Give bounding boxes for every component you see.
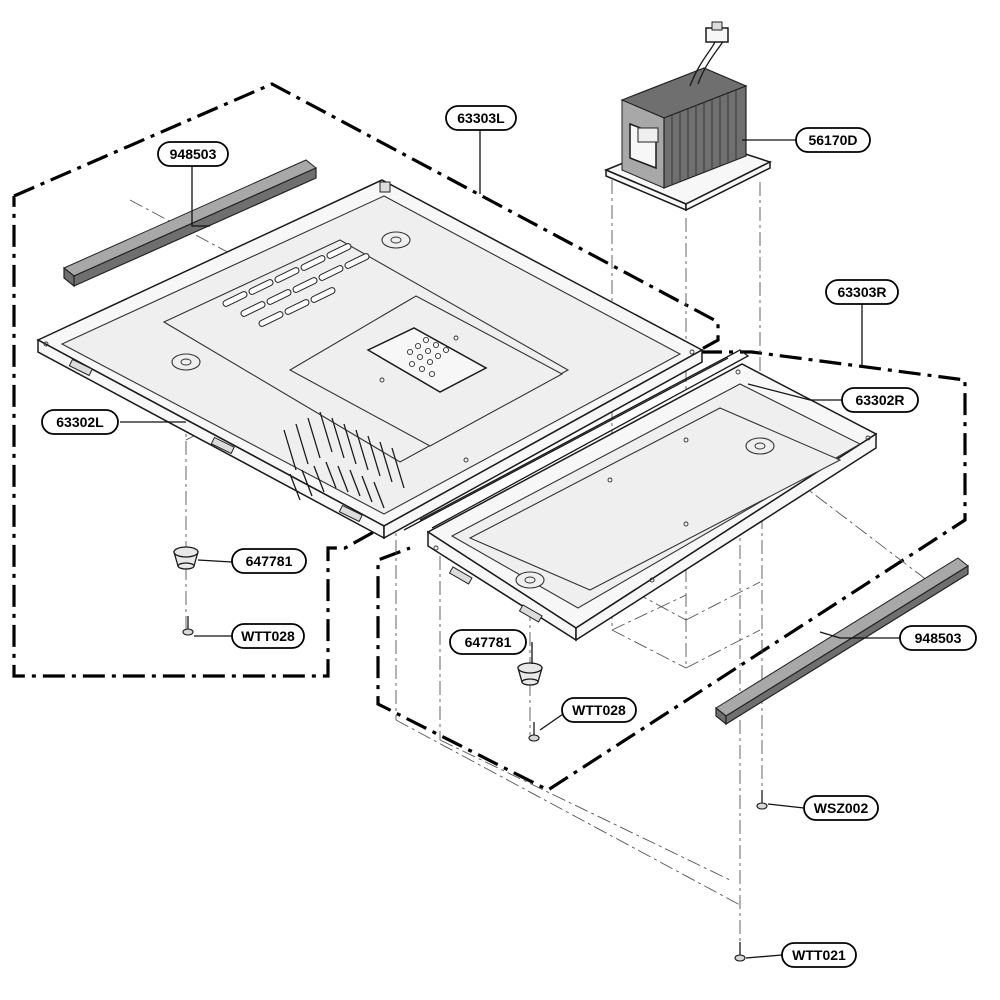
- ferrite-strip-right: [715, 557, 969, 726]
- callout-text-647781-right: 647781: [465, 634, 512, 650]
- callout-WTT021: WTT021: [781, 942, 857, 968]
- callout-text-63302R: 63302R: [855, 392, 904, 408]
- callout-WTT028-right: WTT028: [561, 697, 637, 723]
- foot-left: [173, 546, 199, 570]
- group-boundary-63303L: [12, 82, 720, 678]
- callout-text-56170D: 56170D: [808, 132, 857, 148]
- callout-text-WTT028-right: WTT028: [572, 702, 626, 718]
- callout-text-948503-right: 948503: [915, 630, 962, 646]
- callout-63302L: 63302L: [41, 409, 119, 435]
- callout-text-WSZ002: WSZ002: [814, 800, 869, 816]
- callout-WSZ002: WSZ002: [803, 795, 879, 821]
- base-plate-left: [36, 179, 704, 540]
- callout-647781-left: 647781: [231, 548, 307, 574]
- callout-text-948503-left: 948503: [170, 146, 217, 162]
- callout-948503-left: 948503: [157, 141, 229, 167]
- screw-wtt021: [734, 942, 746, 962]
- leader-lines: [120, 130, 900, 959]
- callout-text-63303L: 63303L: [457, 110, 505, 126]
- screw-wsz002: [756, 790, 768, 810]
- base-plate-right: [403, 349, 878, 642]
- callout-text-WTT028-left: WTT028: [241, 628, 295, 644]
- vent-louvers-side: [283, 411, 405, 509]
- callout-63303R: 63303R: [825, 279, 899, 305]
- transformer-laminations: [671, 90, 737, 184]
- callout-text-63303R: 63303R: [837, 284, 886, 300]
- callout-text-63302L: 63302L: [56, 414, 104, 430]
- screw-wtt028-right: [528, 722, 540, 742]
- callout-63303L: 63303L: [445, 105, 517, 131]
- transformer: [604, 21, 772, 212]
- callout-948503-right: 948503: [899, 625, 977, 651]
- callout-text-WTT021: WTT021: [792, 947, 846, 963]
- vent-slots-top: [222, 243, 370, 327]
- screw-wtt028-left: [182, 616, 194, 636]
- center-hole-pattern: [406, 336, 450, 378]
- callout-56170D: 56170D: [795, 127, 871, 153]
- callout-63302R: 63302R: [841, 387, 919, 413]
- ferrite-strip-left: [63, 159, 317, 288]
- callout-647781-right: 647781: [449, 629, 527, 655]
- foot-right: [517, 662, 543, 686]
- group-boundary-63303R: [376, 350, 967, 792]
- callout-text-647781-left: 647781: [246, 553, 293, 569]
- callout-WTT028-left: WTT028: [231, 623, 305, 649]
